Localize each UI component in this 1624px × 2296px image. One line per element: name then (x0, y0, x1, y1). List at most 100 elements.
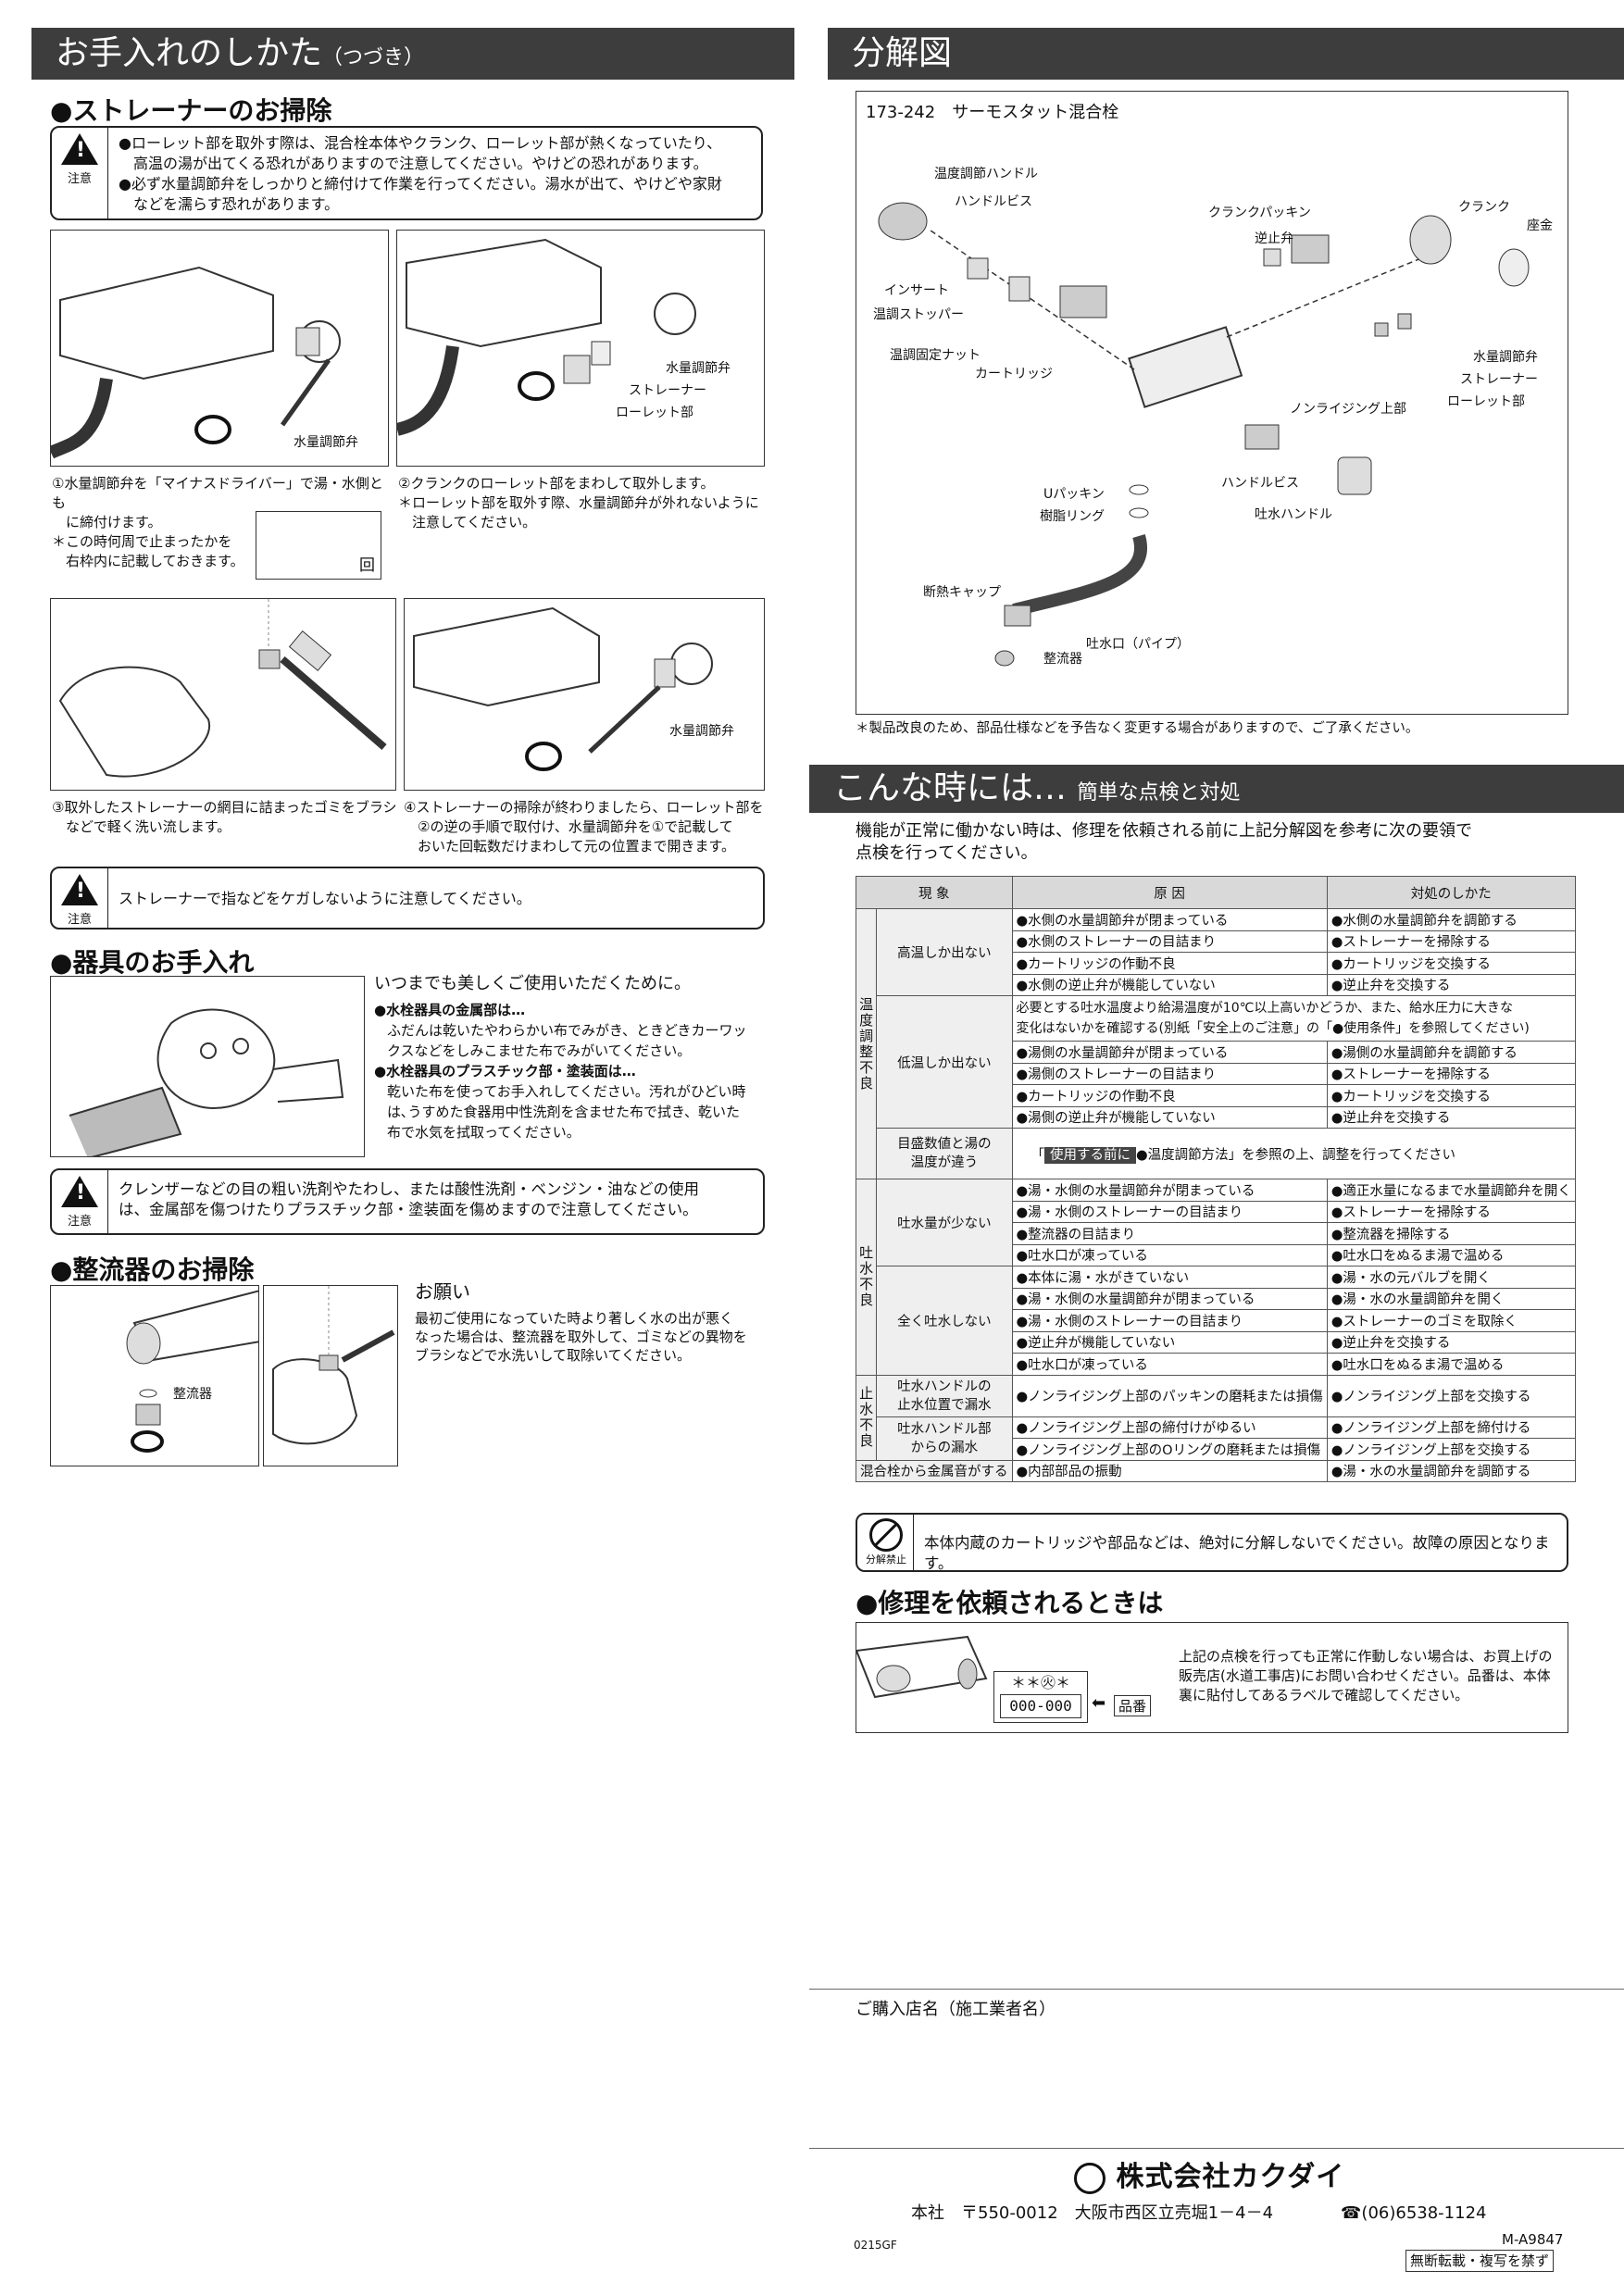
fixture-lead: いつまでも美しくご使用いただくために。 (374, 974, 691, 993)
aerator-removal-illustration (126, 1290, 258, 1453)
cause: ●ノンライジング上部のOリングの磨耗または損傷 (1011, 1438, 1328, 1461)
cause: ●ノンライジング上部の締付けがゆるい (1011, 1416, 1328, 1439)
step1-line: ＊この時何周で止まったかを (52, 533, 232, 550)
part-label: 整流器 (1043, 652, 1082, 667)
caution-line: は、金属部を傷つけたりプラスチック部・塗装面を傷めますので注意してください。 (119, 1201, 698, 1218)
repair-title: ●修理を依頼されるときは (856, 1588, 1164, 1618)
plastic-head: ●水栓器具のプラスチック部・塗装面は… (374, 1063, 636, 1079)
intro-line: 機能が正常に働かない時は、修理を依頼される前に上記分解図を参考に次の要領で (856, 821, 1472, 841)
caution-line: などを濡らす恐れがあります。 (119, 195, 340, 213)
copy-notice: 無断転載・複写を禁ず (1405, 2250, 1555, 2272)
step1-caption: ①水量調節弁を「マイナスドライバー」で湯・水側とも に締付けます。 ＊この時何周… (52, 474, 394, 571)
symptom: 目盛数値と湯の (897, 1137, 992, 1152)
part-label: カートリッジ (975, 367, 1053, 381)
cause: ●カートリッジの作動不良 (1011, 952, 1328, 975)
remedy: ●逆止弁を交換する (1326, 973, 1576, 996)
part-label: 断熱キャップ (923, 585, 1001, 600)
remedy: ●ノンライジング上部を交換する (1326, 1374, 1576, 1417)
remedy: ●逆止弁を交換する (1326, 1330, 1576, 1354)
caution-text: ストレーナーで指などをケガしないように注意してください。 (119, 890, 531, 907)
part-label: Uパッキン (1043, 487, 1105, 502)
step4-caption: ④ストレーナーの掃除が終わりましたら、ローレット部を ②の逆の手順で取付け、水量… (404, 798, 774, 856)
remedy: ●水側の水量調節弁を調節する (1326, 908, 1576, 931)
group-stop: 止水不良 (855, 1374, 878, 1461)
caution-label: 注意 (67, 1215, 92, 1229)
remedy: ●カートリッジを交換する (1326, 1084, 1576, 1107)
cause: ●温度調節方法」を参照の上、調整を行ってください (1136, 1147, 1455, 1163)
no-disassembly-box: 分解禁止 本体内蔵のカートリッジや部品などは、絶対に分解しないでください。故障の… (856, 1513, 1568, 1572)
logo-mark-icon (1074, 2162, 1106, 2194)
step3-line: ③取外したストレーナーの網目に詰まったゴミをブラシ (52, 799, 397, 816)
caution-icon: 注意 (57, 1176, 102, 1229)
part-label: 逆止弁 (1255, 231, 1293, 246)
part-label: 温調ストッパー (873, 307, 964, 322)
left-header-title: お手入れのしかた (56, 34, 323, 72)
part-label: ノンライジング上部 (1290, 402, 1406, 417)
part-label: インサート (884, 283, 949, 298)
label-aerator: 整流器 (173, 1387, 212, 1402)
step1-line: ①水量調節弁を「マイナスドライバー」で湯・水側とも (52, 475, 383, 511)
repair-line: 上記の点検を行っても正常に作動しない場合は、お買上げの (1179, 1648, 1553, 1665)
symptom: 吐水ハンドル部 (897, 1421, 992, 1437)
arrow-left-icon: ⬅ (1092, 1693, 1106, 1713)
label-valve: 水量調節弁 (669, 724, 734, 739)
cause: ●水側の水量調節弁が閉まっている (1011, 908, 1328, 931)
cause: ●湯側の逆止弁が機能していない (1011, 1105, 1328, 1129)
diagram-note: ＊製品改良のため、部品仕様などを予告なく変更する場合がありますので、ご了承くださ… (856, 721, 1419, 736)
step4-image: 水量調節弁 (404, 598, 765, 791)
request-line: なった場合は、整流器を取外して、ゴミなどの異物を (415, 1329, 747, 1345)
shop-label: ご購入店名（施工業者名） (856, 2000, 1056, 2019)
cause: ●内部部品の振動 (1011, 1459, 1328, 1482)
right-header: 分解図 (828, 28, 1624, 80)
fixture-title: ●器具のお手入れ (50, 947, 255, 978)
cause: ●湯・水側のストレーナーの目詰まり (1011, 1200, 1328, 1223)
remedy: ●ストレーナーのゴミを取除く (1326, 1309, 1576, 1332)
step2-caption: ②クランクのローレット部をまわして取外します。 ＊ローレット部を取外す際、水量調… (398, 474, 768, 532)
faucet-character-illustration (69, 1008, 344, 1156)
symptom: 低温しか出ない (876, 995, 1013, 1129)
part-label: 水量調節弁 (1473, 350, 1538, 365)
step3-line: などで軽く洗い流します。 (52, 818, 231, 835)
part-label: クランク (1458, 200, 1510, 215)
aerator-image-2 (263, 1285, 398, 1466)
cause: ●水側のストレーナーの目詰まり (1011, 930, 1328, 953)
turn-unit: 回 (359, 556, 375, 575)
cause: ●湯・水側のストレーナーの目詰まり (1011, 1309, 1328, 1332)
caution-line: 高温の湯が出てくる恐れがありますので注意してください。やけどの恐れがあります。 (119, 155, 708, 172)
remedy: ●吐水口をぬるま湯で温める (1326, 1243, 1576, 1267)
symptom: 高温しか出ない (876, 908, 1013, 996)
ref-tag: 使用する前に (1044, 1146, 1136, 1164)
left-header-sub: （つづき） (322, 46, 425, 69)
part-label: ストレーナー (1460, 372, 1538, 387)
aerator-request-title: お願い (415, 1280, 470, 1303)
label-strainer: ストレーナー (629, 383, 706, 398)
diagram-title: 173-242 サーモスタット混合栓 (866, 103, 1119, 122)
doc-code: M-A9847 (1502, 2231, 1564, 2248)
right-header-title: 分解図 (852, 34, 953, 72)
label-valve: 水量調節弁 (666, 361, 731, 376)
remedy: ●逆止弁を交換する (1326, 1105, 1576, 1129)
symptom: 止水位置で漏水 (897, 1397, 992, 1413)
plastic-line: は､うすめた食器用中性洗剤を含ませた布で拭き、乾いた (387, 1104, 741, 1120)
step2-line: ②クランクのローレット部をまわして取外します。 (398, 475, 715, 492)
caution-label: 注意 (67, 172, 92, 186)
cause: ●逆止弁が機能していない (1011, 1330, 1328, 1354)
fixture-metal: ●水栓器具の金属部は… ふだんは乾いたやわらかい布でみがき、ときどきカーワッ ク… (374, 1000, 763, 1142)
remedy: ●ノンライジング上部を交換する (1326, 1438, 1576, 1461)
caution-line: ●必ず水量調節弁をしっかりと締付けて作業を行ってください。湯水が出て、やけどや家… (119, 175, 722, 193)
turn-count-box: 回 (256, 511, 381, 580)
aerator-wash-illustration (272, 1286, 395, 1445)
metal-head: ●水栓器具の金属部は… (374, 1002, 526, 1018)
product-label: ＊＊㊋＊ 000-000 (993, 1671, 1088, 1723)
part-label: ローレット部 (1447, 394, 1525, 409)
request-line: 最初ご使用になっていた時より著しく水の出が悪く (415, 1310, 733, 1327)
prohibit-text: 本体内蔵のカートリッジや部品などは、絶対に分解しないでください。故障の原因となり… (924, 1534, 1550, 1572)
part-label: クランクパッキン (1208, 206, 1311, 220)
caution-label: 注意 (67, 913, 92, 927)
no-disassembly-icon: 分解禁止 (863, 1518, 909, 1566)
exploded-view-illustration (878, 202, 1530, 667)
step3-image (50, 598, 396, 791)
symptom: 吐水ハンドルの (897, 1379, 992, 1394)
caution-line: クレンザーなどの目の粗い洗剤やたわし、または酸性洗剤・ベンジン・油などの使用 (119, 1180, 699, 1198)
symptom: 全く吐水しない (876, 1266, 1013, 1376)
